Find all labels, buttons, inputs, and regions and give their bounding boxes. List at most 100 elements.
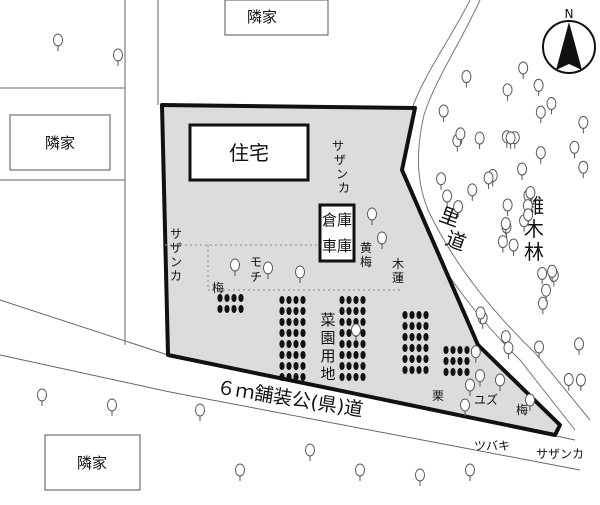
vegetable-plant-mark bbox=[279, 362, 285, 370]
village-road-label: 里 道 bbox=[436, 202, 469, 255]
tree-icon bbox=[475, 306, 486, 324]
vegetable-plant-mark bbox=[339, 296, 345, 304]
vegetable-plant-mark bbox=[224, 294, 230, 302]
tree-icon bbox=[534, 340, 545, 358]
vegetable-plant-mark bbox=[339, 373, 345, 381]
vegetable-plant-mark bbox=[286, 340, 292, 348]
vegetable-plant-mark bbox=[339, 340, 345, 348]
svg-text:ン: ン bbox=[336, 167, 348, 181]
vegetable-plant-mark bbox=[409, 311, 415, 319]
vegetable-plant-mark bbox=[346, 351, 352, 359]
vegetable-plant-mark bbox=[360, 340, 366, 348]
sasanqua-left-label: サ ザ ン カ bbox=[170, 227, 182, 283]
svg-text:用: 用 bbox=[320, 347, 335, 365]
vegetable-plant-mark bbox=[286, 362, 292, 370]
vegetable-plant-mark bbox=[416, 366, 422, 374]
vegetable-plant-mark bbox=[339, 351, 345, 359]
vegetable-plant-mark bbox=[360, 318, 366, 326]
vegetable-plant-mark bbox=[279, 318, 285, 326]
tree-icon bbox=[475, 369, 486, 387]
svg-text:地: 地 bbox=[320, 365, 335, 383]
svg-text:サ: サ bbox=[332, 139, 344, 153]
vegetable-plant-mark bbox=[286, 329, 292, 337]
vegetable-plant-mark bbox=[409, 355, 415, 363]
tree-icon bbox=[367, 207, 377, 225]
vegetable-plant-mark bbox=[346, 373, 352, 381]
vegetable-plant-mark bbox=[402, 366, 408, 374]
vegetable-plant-mark bbox=[360, 296, 366, 304]
vegetable-plant-mark bbox=[353, 351, 359, 359]
vegetable-plant-mark bbox=[300, 340, 306, 348]
tree-icon bbox=[377, 231, 387, 249]
vegetable-plant-mark bbox=[464, 346, 470, 354]
vegetable-plant-mark bbox=[286, 318, 292, 326]
tree-icon bbox=[578, 160, 589, 179]
oubai-label: 黄 梅 bbox=[360, 241, 372, 269]
tree-icon bbox=[574, 337, 585, 355]
vegetable-plant-mark bbox=[360, 307, 366, 315]
tree-icon bbox=[537, 296, 548, 315]
vegetable-plant-mark bbox=[402, 344, 408, 352]
vegetable-plant-mark bbox=[300, 318, 306, 326]
vegetable-plant-mark bbox=[409, 322, 415, 330]
vegetable-plant-mark bbox=[293, 296, 299, 304]
vegetable-plant-mark bbox=[286, 307, 292, 315]
vegetable-plant-mark bbox=[464, 357, 470, 365]
tree-icon bbox=[467, 183, 478, 201]
vegetable-plant-mark bbox=[409, 366, 415, 374]
tree-icon bbox=[535, 105, 546, 124]
vegetable-plant-mark bbox=[300, 362, 306, 370]
tree-icon bbox=[415, 468, 425, 486]
vegetable-plant-mark bbox=[402, 322, 408, 330]
neighbor-left-box bbox=[9, 114, 111, 171]
tree-icon bbox=[523, 208, 534, 226]
tree-icon bbox=[453, 200, 464, 218]
vegetable-plant-mark bbox=[339, 329, 345, 337]
mokuren-label: 木 蓮 bbox=[392, 257, 404, 285]
ume-left-label: 梅 bbox=[212, 280, 224, 295]
svg-text:モ: モ bbox=[250, 255, 262, 269]
storehouse-label: 倉庫 bbox=[322, 211, 352, 229]
svg-text:サ: サ bbox=[170, 227, 182, 241]
svg-text:黄: 黄 bbox=[360, 241, 372, 255]
tree-icon bbox=[355, 463, 365, 481]
tree-icon bbox=[533, 78, 544, 97]
vegetable-plant-mark bbox=[353, 340, 359, 348]
trees bbox=[37, 33, 589, 486]
vegetable-plant-mark bbox=[286, 296, 292, 304]
vegetable-plant-mark bbox=[443, 346, 449, 354]
vegetable-plant-mark bbox=[423, 355, 429, 363]
vegetable-plant-mark bbox=[360, 351, 366, 359]
vegetable-plant-mark bbox=[423, 344, 429, 352]
vegetable-plant-mark bbox=[450, 368, 456, 376]
vegetable-plant-mark bbox=[457, 346, 463, 354]
tree-icon bbox=[295, 265, 305, 283]
vegetable-plant-mark bbox=[279, 373, 285, 381]
vegetable-plant-mark bbox=[279, 307, 285, 315]
tree-icon bbox=[230, 258, 240, 276]
tree-icon bbox=[535, 146, 546, 164]
tree-icon bbox=[474, 131, 485, 150]
svg-text:菜: 菜 bbox=[320, 311, 335, 329]
tree-icon bbox=[442, 189, 453, 208]
vegetable-plant-mark bbox=[450, 357, 456, 365]
tree-icon bbox=[195, 403, 205, 421]
tree-icon bbox=[508, 238, 519, 257]
tree-icon bbox=[497, 235, 508, 253]
tree-icon bbox=[438, 104, 449, 122]
tree-icon bbox=[500, 217, 511, 235]
vegetable-plant-mark bbox=[346, 340, 352, 348]
tree-icon bbox=[563, 373, 574, 391]
vegetable-plant-mark bbox=[293, 307, 299, 315]
vegetable-plant-mark bbox=[416, 322, 422, 330]
tree-icon bbox=[37, 388, 47, 406]
vegetable-plant-mark bbox=[457, 357, 463, 365]
sasanqua-upper-label: サ ザ ン カ bbox=[332, 139, 350, 195]
vegetable-plant-mark bbox=[402, 333, 408, 341]
tree-icon bbox=[461, 70, 472, 88]
svg-text:木: 木 bbox=[524, 217, 544, 241]
vegetable-plant-mark bbox=[353, 296, 359, 304]
tree-icon bbox=[113, 48, 123, 66]
tree-icon bbox=[305, 443, 315, 461]
vegetable-plant-mark bbox=[300, 296, 306, 304]
